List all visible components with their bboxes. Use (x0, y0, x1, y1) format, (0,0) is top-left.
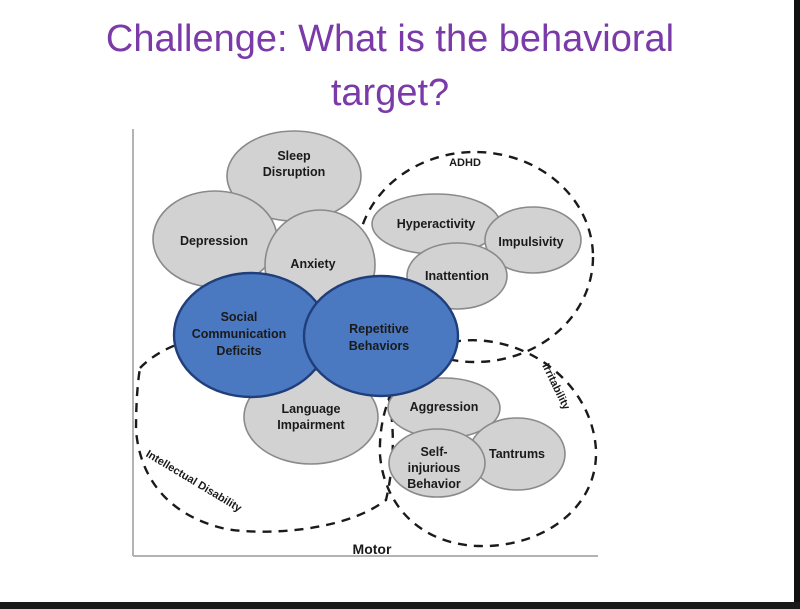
social-label-line-3: Deficits (216, 344, 261, 358)
slide-title-line-2: target? (330, 72, 450, 114)
anxiety-label: Anxiety (290, 257, 335, 271)
social-label-line-1: Social (221, 310, 258, 324)
self-label-line-2: injurious (408, 461, 461, 475)
adhd-region-label: ADHD (449, 157, 481, 169)
slide-title: Challenge: What is the behavioral target… (0, 12, 780, 120)
language-label-line-1: Language (281, 402, 340, 416)
inattention-label: Inattention (425, 269, 489, 283)
irritability-region (378, 339, 598, 548)
repetitive-behaviors-circle (302, 274, 460, 398)
depression-label: Depression (180, 234, 248, 248)
right-edge-border (794, 0, 800, 609)
self-injurious-behavior-circle (388, 428, 486, 498)
slide-title-line-1: Challenge: What is the behavioral (105, 18, 675, 60)
aggression-label: Aggression (410, 400, 479, 414)
language-label-line-2: Impairment (277, 418, 345, 432)
repetitive-label-line-2: Behaviors (349, 339, 409, 353)
sleep-label-line-1: Sleep (277, 149, 311, 163)
irritability-region-label: Irritability (539, 362, 572, 413)
adhd-region (355, 150, 595, 364)
social-label-line-2: Communication (192, 327, 286, 341)
repetitive-label-line-1: Repetitive (349, 322, 409, 336)
impulsivity-circle (484, 206, 582, 274)
tantrums-label: Tantrums (489, 447, 545, 461)
intellectual-disability-region-label: Intellectual Disability (144, 448, 245, 515)
impulsivity-label: Impulsivity (498, 235, 563, 249)
motor-axis-label: Motor (353, 541, 392, 557)
self-label-line-3: Behavior (407, 477, 461, 491)
sleep-label-line-2: Disruption (263, 165, 326, 179)
bottom-edge-border (0, 602, 800, 609)
behavioral-target-diagram: Sleep Disruption Depression Anxiety Hype… (131, 127, 601, 560)
hyperactivity-label: Hyperactivity (397, 217, 476, 231)
self-label-line-1: Self- (420, 445, 447, 459)
